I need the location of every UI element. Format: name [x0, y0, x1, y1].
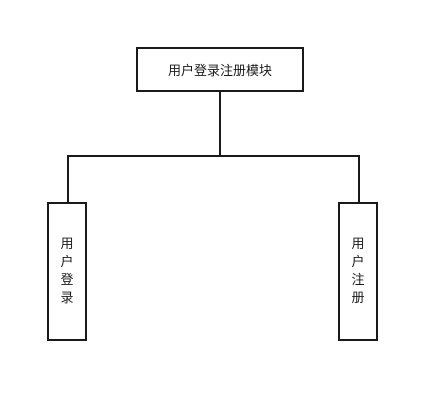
vertical-char: 册: [351, 290, 365, 306]
root-node: 用户登录注册模块: [136, 47, 304, 92]
vertical-char: 注: [351, 272, 365, 288]
vertical-char: 录: [60, 290, 74, 306]
child-node-login-label: 用户登录: [60, 236, 73, 308]
vertical-char: 用: [60, 236, 74, 252]
child-node-login: 用户登录: [47, 202, 87, 341]
vertical-char: 登: [60, 272, 74, 288]
root-node-label: 用户登录注册模块: [167, 64, 272, 79]
vertical-char: 用: [351, 236, 365, 252]
vertical-char: 户: [351, 254, 365, 270]
child-node-register: 用户注册: [338, 202, 378, 341]
child-node-register-label: 用户注册: [351, 236, 364, 308]
vertical-char: 户: [60, 254, 74, 270]
